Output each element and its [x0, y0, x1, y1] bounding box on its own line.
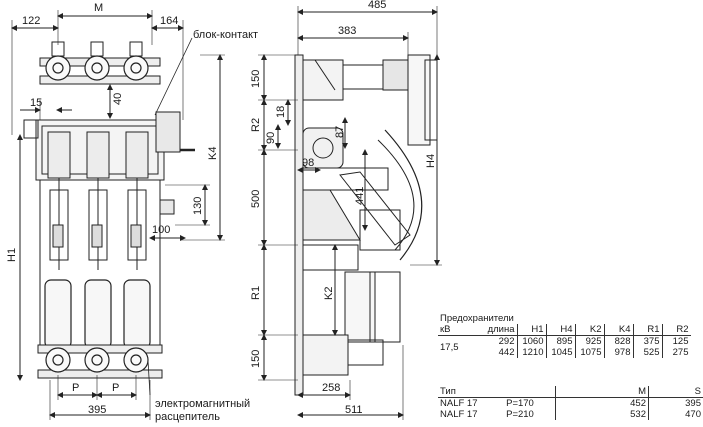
- dim-383: 383: [338, 25, 356, 37]
- dim-164: 164: [160, 15, 178, 27]
- column-header: K2: [574, 324, 604, 336]
- column-header: H4: [545, 324, 575, 336]
- column-header: R2: [661, 324, 691, 336]
- dim-m: M: [94, 2, 103, 14]
- table-cell: 1045: [545, 347, 575, 358]
- dim-130: 130: [192, 197, 204, 215]
- fuse-length: 292: [498, 336, 515, 347]
- dim-511: 511: [345, 404, 363, 416]
- column-header: H1: [516, 324, 546, 336]
- table-cell: 1075: [574, 347, 604, 358]
- side-view: [258, 6, 442, 420]
- fuse-voltage: 17,5: [440, 341, 459, 353]
- type-name: NALF 17: [440, 409, 478, 420]
- table-cell: 452: [555, 397, 649, 409]
- dim-h4: H4: [425, 154, 437, 168]
- dim-r1: R1: [250, 286, 262, 300]
- dim-k4: K4: [207, 147, 219, 160]
- table-cell: 1210: [516, 347, 546, 358]
- table-cell: 525: [632, 347, 662, 358]
- fuse-table-header: Предохранители: [440, 313, 514, 324]
- dim-395: 395: [88, 404, 106, 416]
- dim-98: 98: [302, 157, 314, 169]
- type-table: Тип M S NALF 17 P=170 452 395 NALF 17 P=…: [438, 386, 703, 420]
- table-cell: 978: [603, 347, 633, 358]
- dim-258: 258: [322, 382, 340, 394]
- table-cell: 125: [661, 335, 691, 347]
- table-cell: 375: [632, 335, 662, 347]
- table-cell: 470: [648, 409, 703, 420]
- dim-15: 15: [30, 97, 42, 109]
- dim-r2: R2: [250, 118, 262, 132]
- dim-40: 40: [112, 93, 124, 105]
- table-cell: 532: [555, 409, 649, 420]
- fuse-table-kv: кВ: [438, 324, 461, 336]
- dim-18: 18: [275, 106, 287, 118]
- front-view: [11, 10, 225, 420]
- table-row: 442 1210 1045 1075 978 525 275: [438, 347, 691, 358]
- side-view-labels: 485 383 150 R2 18 90 87 98 500 441 H4 R1…: [250, 0, 437, 416]
- label-release-line1: электромагнитный: [155, 398, 250, 410]
- table-cell: 1060: [516, 335, 546, 347]
- table-cell: 395: [648, 397, 703, 409]
- dim-h1: H1: [6, 248, 18, 262]
- dim-441: 441: [354, 187, 366, 205]
- table-cell: 828: [603, 335, 633, 347]
- fuse-table-length: длина: [460, 324, 517, 336]
- dim-p-2: P: [112, 382, 119, 394]
- front-view-labels: 122 M 164 блок-контакт 15 40 K4 H1 130 1…: [6, 2, 258, 423]
- column-header: R1: [632, 324, 662, 336]
- type-table-s: S: [648, 386, 703, 398]
- dim-500: 500: [250, 190, 262, 208]
- type-p: P=210: [506, 409, 534, 420]
- dim-k2: K2: [323, 287, 335, 300]
- table-row: 17,5 292 1060 895 925 828 375 125: [438, 335, 691, 353]
- label-block-contact: блок-контакт: [193, 29, 258, 41]
- column-header: K4: [603, 324, 633, 336]
- fuse-length: 442: [498, 347, 515, 358]
- dim-485: 485: [368, 0, 386, 11]
- dim-100: 100: [152, 224, 170, 236]
- dim-150-top: 150: [250, 70, 262, 88]
- type-name: NALF 17: [440, 398, 478, 409]
- table-row: NALF 17 P=170 452 395: [438, 397, 703, 409]
- type-table-m: M: [555, 386, 649, 398]
- dim-90: 90: [265, 132, 277, 144]
- dim-87: 87: [334, 126, 346, 138]
- dim-150-bottom: 150: [250, 350, 262, 368]
- fuse-table: Предохранители кВ длина H1 H4 K2 K4 R1 R…: [438, 313, 691, 358]
- table-cell: 275: [661, 347, 691, 358]
- label-release-line2: расцепитель: [155, 411, 220, 423]
- type-table-header: Тип: [438, 386, 556, 398]
- table-row: NALF 17 P=210 532 470: [438, 409, 703, 420]
- dim-p-1: P: [72, 382, 79, 394]
- table-cell: 925: [574, 335, 604, 347]
- dim-122: 122: [22, 15, 40, 27]
- table-cell: 895: [545, 335, 575, 347]
- type-p: P=170: [506, 398, 534, 409]
